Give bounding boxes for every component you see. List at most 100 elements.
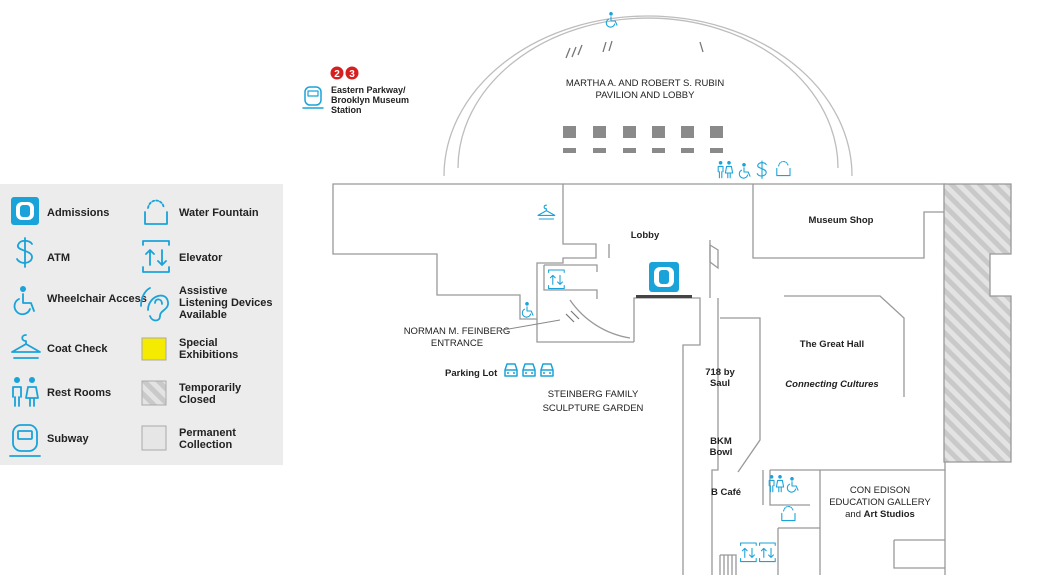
legend-label: Special Exhibitions xyxy=(179,337,238,361)
entrance-label: ENTRANCE xyxy=(431,338,483,349)
legend-label-line: Temporarily xyxy=(179,382,242,394)
arc-doors xyxy=(565,40,704,59)
legend-admissions: Admissions xyxy=(11,197,109,225)
legend-label: Rest Rooms xyxy=(47,387,111,399)
great-hall-label: The Great Hall xyxy=(800,339,864,350)
station-name-line: Eastern Parkway/ xyxy=(331,85,406,95)
legend-temporarily-closed: Temporarily Closed xyxy=(141,380,244,406)
legend-coat-check: Coat Check xyxy=(11,334,108,359)
place-labels: MARTHA A. AND ROBERT S. RUBIN PAVILION A… xyxy=(404,78,932,520)
admissions-icon xyxy=(636,262,692,298)
parking-lot-label: Parking Lot xyxy=(445,368,498,379)
admissions-icon xyxy=(11,197,39,225)
legend-label-line: Assistive xyxy=(179,285,227,297)
pavilion-label: PAVILION AND LOBBY xyxy=(596,90,696,101)
pavilion-arc xyxy=(443,15,853,177)
education-gallery-label: and Art Studios xyxy=(845,509,915,520)
subway-line-3-icon xyxy=(345,66,359,80)
bkm-bowl-label: BKM xyxy=(710,436,732,447)
legend-panel xyxy=(0,184,283,465)
elevator-icon xyxy=(759,542,776,563)
legend-label: Subway xyxy=(47,433,89,445)
subway-station: 2 3 Eastern Parkway/ Brooklyn Museum Sta… xyxy=(302,66,409,115)
legend-wheelchair: Wheelchair Access xyxy=(13,286,147,316)
wheelchair-icon xyxy=(786,477,799,493)
subway-line-2-icon xyxy=(330,66,344,80)
coat-check-icon xyxy=(537,204,556,220)
art-studios-label: Art Studios xyxy=(864,509,915,520)
floor-walls xyxy=(332,183,946,575)
legend-special-exhibitions: Special Exhibitions xyxy=(141,337,238,361)
hearing-icon xyxy=(140,287,169,322)
station-name-line: Brooklyn Museum xyxy=(331,95,409,105)
wheelchair-icon xyxy=(521,302,534,318)
entrance-label: NORMAN M. FEINBERG xyxy=(404,326,511,337)
elevator-icon xyxy=(142,240,170,273)
rest-rooms-icon xyxy=(12,377,39,407)
elevator-icon xyxy=(740,542,757,563)
swatch-yellow xyxy=(141,337,167,361)
water-fountain-icon xyxy=(776,160,791,177)
legend-label-line: Available xyxy=(179,309,227,321)
legend-label-line: Exhibitions xyxy=(179,349,238,361)
rest-rooms-icon xyxy=(717,161,734,179)
legend-label: Permanent Collection xyxy=(179,427,239,451)
and-text: and xyxy=(845,509,861,520)
legend-subway: Subway xyxy=(9,424,89,457)
legend-hearing: Assistive Listening Devices Available xyxy=(140,285,276,322)
elevator-icon xyxy=(548,269,565,290)
connecting-cultures-label: Connecting Cultures xyxy=(785,379,878,390)
legend-label-line: Collection xyxy=(179,439,232,451)
wheelchair-icon xyxy=(13,286,35,316)
station-name-line: Station xyxy=(331,105,362,115)
pavilion-benches xyxy=(563,126,723,153)
legend-label: Elevator xyxy=(179,252,223,264)
wheelchair-icon xyxy=(605,12,618,28)
sculpture-garden-label: STEINBERG FAMILY xyxy=(548,389,639,400)
education-gallery-label: CON EDISON xyxy=(850,485,910,496)
legend-label: ATM xyxy=(47,252,70,264)
rest-rooms-icon xyxy=(768,475,785,493)
legend-rest-rooms: Rest Rooms xyxy=(12,377,111,407)
water-fountain-icon xyxy=(144,199,168,225)
map-icons xyxy=(504,12,799,563)
wheelchair-icon xyxy=(738,163,751,179)
education-gallery-label: EDUCATION GALLERY xyxy=(829,497,931,508)
coat-check-icon xyxy=(11,334,41,359)
saul-label: 718 by xyxy=(705,367,735,378)
sculpture-garden-label: SCULPTURE GARDEN xyxy=(543,403,644,414)
legend-label: Temporarily Closed xyxy=(179,382,244,406)
legend-label: Wheelchair Access xyxy=(47,293,147,305)
legend-label: Water Fountain xyxy=(179,207,259,219)
swatch-gray xyxy=(141,425,167,451)
legend-label: Admissions xyxy=(47,207,109,219)
pavilion-label: MARTHA A. AND ROBERT S. RUBIN xyxy=(566,78,725,89)
lobby-label: Lobby xyxy=(631,230,660,241)
bkm-bowl-label: Bowl xyxy=(710,447,733,458)
atm-icon xyxy=(756,160,767,179)
legend-label-line: Permanent xyxy=(179,427,236,439)
subway-icon xyxy=(302,86,324,109)
water-fountain-icon xyxy=(781,505,796,522)
legend-water-fountain: Water Fountain xyxy=(144,199,259,225)
subway-line-label: 2 xyxy=(334,69,340,80)
legend-label: Coat Check xyxy=(47,343,108,355)
closed-wing-east xyxy=(943,183,1012,463)
museum-shop-label: Museum Shop xyxy=(809,215,874,226)
legend-label: Assistive Listening Devices Available xyxy=(179,285,276,321)
swatch-hatched xyxy=(141,380,167,406)
atm-icon xyxy=(16,237,33,268)
legend-atm: ATM xyxy=(16,237,70,268)
parking-cars-icon xyxy=(504,363,554,377)
legend-label-line: Closed xyxy=(179,394,216,406)
subway-icon xyxy=(9,424,41,457)
legend-permanent-collection: Permanent Collection xyxy=(141,425,239,451)
legend-label-line: Listening Devices xyxy=(179,297,273,309)
entrance-leader-line xyxy=(496,319,561,332)
legend-label-line: Special xyxy=(179,337,218,349)
b-cafe-label: B Café xyxy=(711,487,741,498)
legend-elevator: Elevator xyxy=(142,240,223,273)
legend: Admissions ATM Wheelchair Access xyxy=(0,184,283,465)
saul-label: Saul xyxy=(710,378,730,389)
